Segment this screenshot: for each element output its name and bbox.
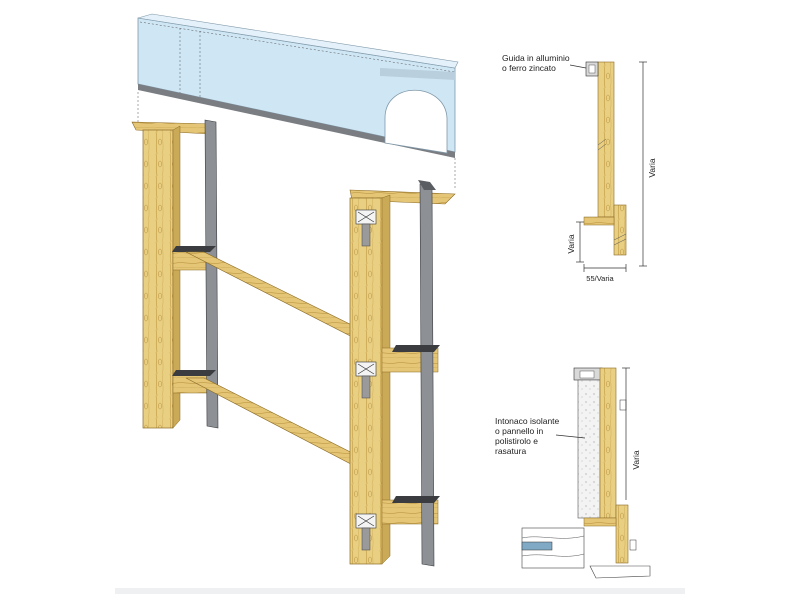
label-plaster-line2: o pannello in (495, 426, 543, 436)
label-guide-line2: o ferro zincato (502, 63, 556, 73)
section-detail-bottom: Intonaco isolante o pannello in polistir… (495, 367, 651, 579)
left-frame-post (131, 121, 216, 429)
left-metal-guide (172, 119, 219, 429)
anchor-bracket (355, 361, 377, 399)
label-guide-line1: Guida in alluminio (502, 53, 570, 63)
right-metal-guide (392, 180, 440, 567)
shutter-box-cover (137, 13, 459, 190)
label-plaster-line4: rasatura (495, 446, 526, 456)
ground-shadow (115, 588, 685, 594)
label-plaster-line1: Intonaco isolante (495, 416, 560, 426)
anchor-bracket (355, 513, 377, 551)
label-plaster-line3: polistirolo e (495, 436, 538, 446)
anchor-bracket (355, 209, 377, 247)
section-detail-top: Guida in alluminio o ferro zincato Varia… (502, 53, 657, 283)
right-frame-post (349, 189, 456, 565)
dimension-55-varia: 55/Varia (586, 274, 614, 283)
dimension-varia-top: Varia (647, 158, 657, 177)
dimension-varia-left: Varia (566, 234, 576, 253)
dimension-varia-bottom: Varia (631, 450, 641, 469)
